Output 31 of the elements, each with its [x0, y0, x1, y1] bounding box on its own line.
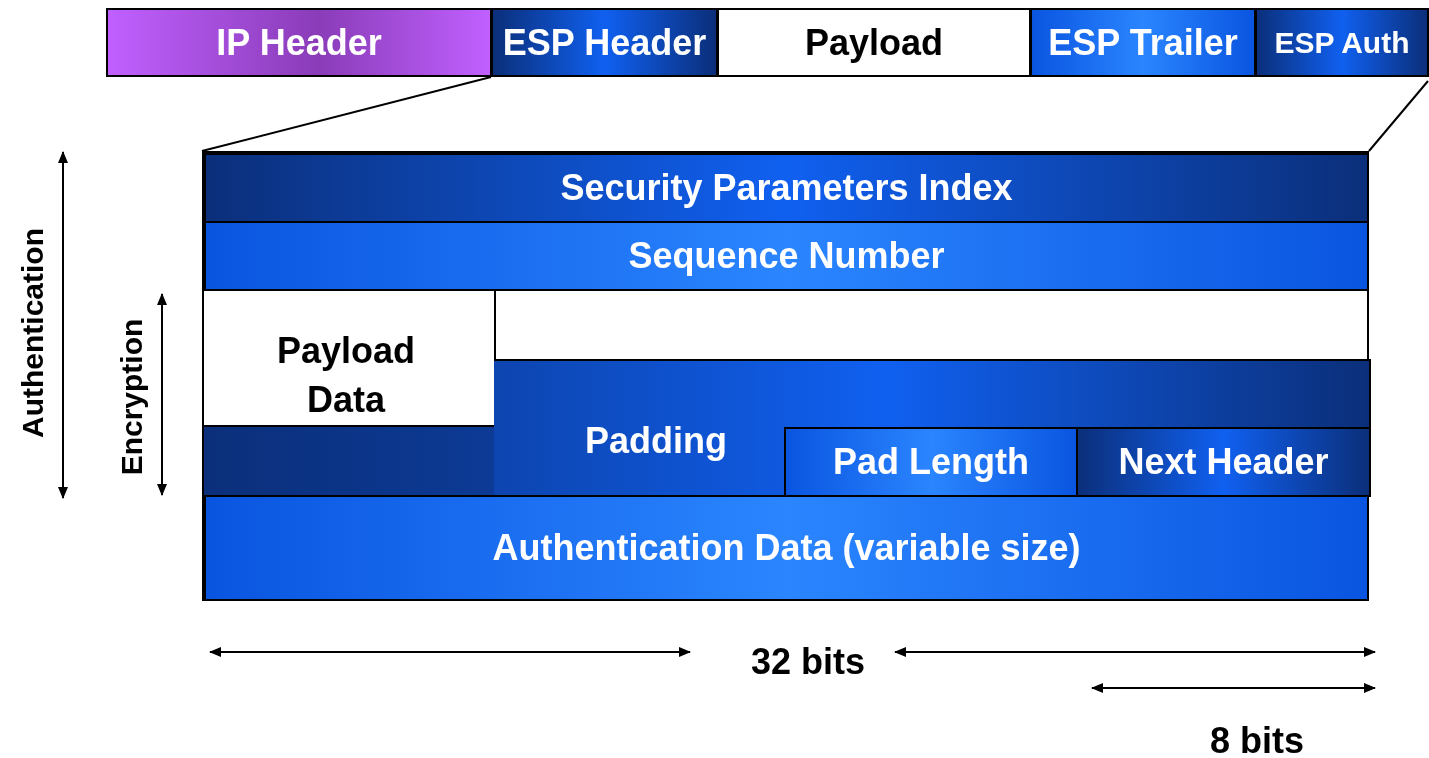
header-field: [204, 221, 1369, 291]
dimension-label: 8 bits: [1210, 720, 1305, 758]
field-label: Payload Data: [275, 329, 417, 422]
field-label: Authentication Data (variable size): [492, 527, 1081, 569]
header-field: [204, 495, 1369, 601]
field-label: Payload: [804, 21, 944, 64]
field-label: ESP Auth: [1274, 25, 1410, 60]
field-label: ESP Header: [502, 21, 707, 64]
header-field: [204, 153, 1369, 223]
header-field: [1030, 8, 1256, 77]
field-label: Padding: [584, 419, 728, 463]
header-field: [491, 8, 718, 77]
field-label: Next Header: [1118, 441, 1329, 483]
header-field: [1076, 427, 1371, 497]
dimension-label: Encryption: [114, 318, 149, 476]
header-field: [784, 427, 1078, 497]
field-label: ESP Trailer: [1048, 21, 1238, 64]
zoom-line: [201, 76, 492, 152]
field-label: IP Header: [216, 21, 382, 64]
dimension-label: Authentication: [16, 228, 50, 438]
field-label: Sequence Number: [628, 235, 945, 277]
header-field: [1255, 8, 1429, 77]
padding-area: [494, 359, 1371, 497]
header-field: [717, 8, 1031, 77]
payload-area: [202, 289, 496, 427]
dimension-label: 32 bits: [751, 641, 866, 683]
field-label: Pad Length: [833, 441, 1029, 483]
packet-frame: [202, 151, 1369, 601]
field-label: Security Parameters Index: [560, 167, 1013, 209]
zoom-line: [1368, 80, 1429, 152]
header-field: [106, 8, 492, 77]
